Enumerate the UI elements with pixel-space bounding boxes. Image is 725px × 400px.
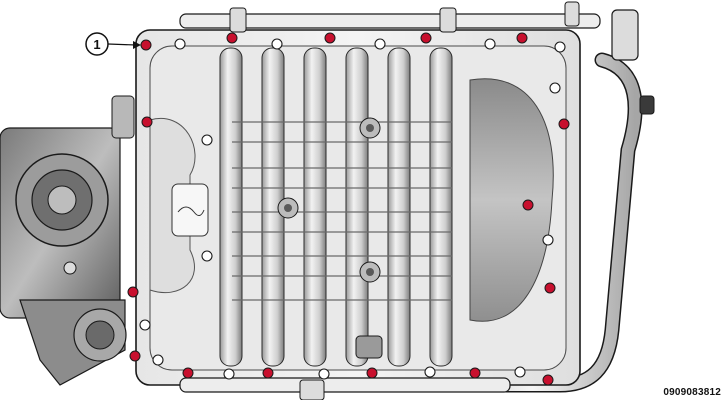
fastener-set xyxy=(127,32,570,386)
bolt-head-icon xyxy=(140,39,152,51)
bolt-head-icon xyxy=(324,32,336,44)
bolt-head-icon xyxy=(141,116,153,128)
bolt-head-icon xyxy=(516,32,528,44)
lid-cross-webs xyxy=(232,121,452,301)
bolt-head-icon xyxy=(182,367,194,379)
bolt-head-icon xyxy=(226,32,238,44)
bolt-head-icon xyxy=(544,282,556,294)
callout-leader-line xyxy=(107,43,137,46)
bolt-head-icon xyxy=(366,367,378,379)
callout-1: 1 xyxy=(85,32,141,56)
bolt-head-icon xyxy=(558,118,570,130)
bolt-head-icon xyxy=(127,286,139,298)
throttle-body-assembly xyxy=(0,95,135,386)
lid-bosses xyxy=(277,117,383,359)
bolt-head-icon xyxy=(129,350,141,362)
bolt-head-icon xyxy=(420,32,432,44)
bottom-rail xyxy=(179,377,511,400)
figure-number: 0909083812 xyxy=(663,387,721,398)
coolant-pipe xyxy=(422,9,655,393)
bolt-head-icon xyxy=(469,367,481,379)
top-fuel-rail xyxy=(179,1,601,33)
white-bolt-set xyxy=(139,38,566,380)
bolt-head-icon xyxy=(542,374,554,386)
bolt-head-icon xyxy=(262,367,274,379)
callout-label: 1 xyxy=(93,37,100,52)
bolt-head-icon xyxy=(522,199,534,211)
lid-ribs xyxy=(219,47,453,367)
callout-arrowhead xyxy=(133,41,141,49)
